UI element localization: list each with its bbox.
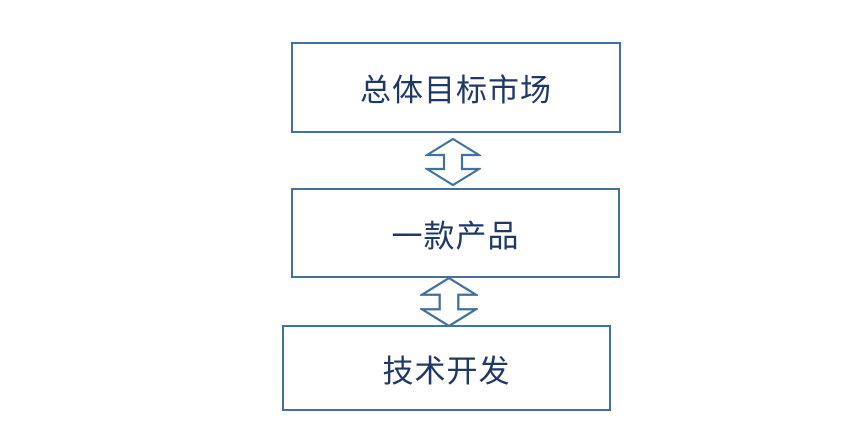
up-down-arrow-icon (425, 138, 481, 186)
flow-box-label: 技术开发 (382, 353, 511, 389)
flow-box-overall-target-market: 总体目标市场 (291, 42, 621, 133)
flow-box-technology-development: 技术开发 (282, 325, 611, 411)
flow-box-product: 一款产品 (291, 188, 620, 278)
flow-box-label: 总体目标市场 (360, 73, 552, 108)
flow-box-label: 一款产品 (391, 218, 520, 254)
up-down-arrow-icon (420, 277, 478, 327)
